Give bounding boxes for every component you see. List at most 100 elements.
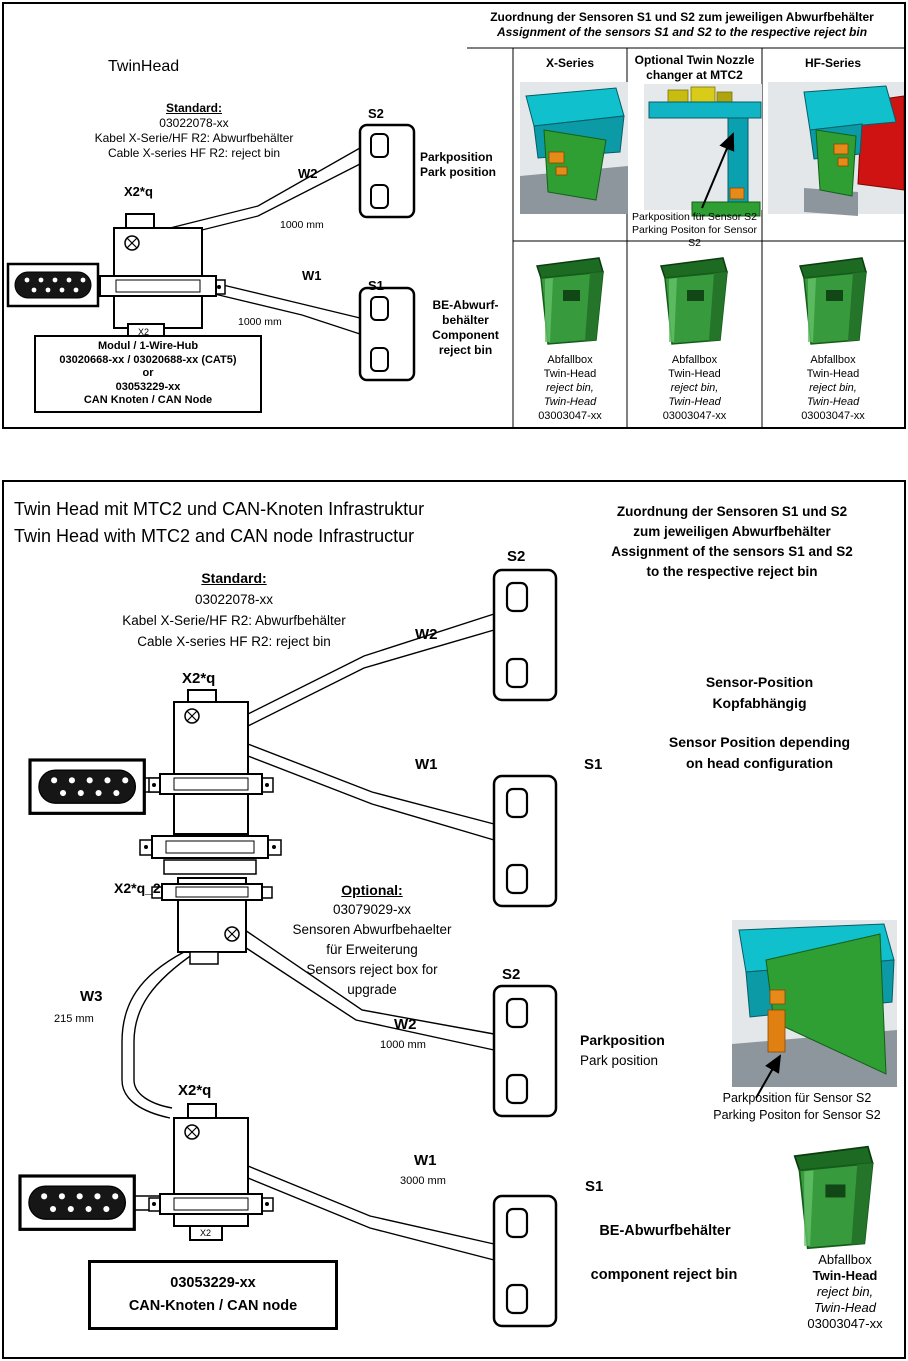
bin-caption-line: Twin-Head: [806, 396, 860, 408]
wire-w1-top: [247, 743, 495, 841]
standard-cable-en: Cable X-series HF R2: reject bin: [107, 146, 281, 160]
w1-bottom-label: W1: [414, 1152, 437, 1169]
wire-w1-bottom: [247, 1165, 495, 1261]
optional-line: für Erweiterung: [326, 942, 418, 957]
sensor-position-de-line: Sensor-Position: [705, 674, 814, 690]
w3-length: 215 mm: [54, 1013, 94, 1025]
sensor-s1-1-label: S1: [584, 756, 603, 773]
bin-caption-line: reject bin,: [670, 382, 719, 394]
standard-cable-en: Cable X-series HF R2: reject bin: [137, 634, 331, 649]
hub-module-1: [143, 689, 274, 835]
reject-bin-image-mtc2: [660, 257, 728, 345]
sensor-position-en: Sensor Position depending on head config…: [632, 732, 887, 774]
sensor-position-en-line: Sensor Position depending: [668, 734, 851, 750]
sensor-s1-2-label: S1: [585, 1178, 604, 1195]
bin-caption-line: reject bin,: [816, 1284, 874, 1299]
parkpos-s2-de: Parkposition für Sensor S2: [722, 1091, 872, 1105]
bin-caption-line: 03003047-xx: [807, 1316, 883, 1331]
x2-tab-label: X2: [138, 327, 150, 337]
parkposition-arrow: [701, 132, 735, 209]
s1-caption-line: Component: [432, 328, 499, 342]
be-abwurfbehaelter-de: BE-Abwurfbehälter: [599, 1223, 731, 1239]
can-node-part-number: 03053229-xx: [170, 1275, 256, 1291]
wire-w3: [121, 951, 197, 1119]
bin-caption-line: 03003047-xx: [662, 410, 727, 422]
standard-block: Standard: 03022078-xx Kabel X-Serie/HF R…: [96, 568, 372, 652]
hub-module: [91, 213, 226, 341]
w2-label: W2: [298, 166, 318, 181]
parkpos-s2-de: Parkposition für Sensor S2: [632, 211, 757, 223]
bin-caption-line: 03003047-xx: [538, 410, 602, 422]
bin-caption-line: Twin-Head: [814, 1300, 876, 1315]
sensor-s2-label: S2: [368, 106, 384, 121]
bin-caption: Abfallbox Twin-Head reject bin, Twin-Hea…: [780, 1252, 908, 1332]
sensor-position-de-line: Kopfabhängig: [712, 695, 807, 711]
standard-part-number: 03022078-xx: [194, 592, 274, 607]
bottom-panel: Twin Head mit MTC2 und CAN-Knoten Infras…: [2, 480, 906, 1359]
column-header-x-series: X-Series: [545, 56, 595, 70]
parkposition-caption: Parkposition Park position: [580, 1030, 710, 1071]
can-node-box: 03053229-xx CAN-Knoten / CAN node: [88, 1260, 338, 1330]
be-abwurfbehaelter-en: component reject bin: [590, 1267, 738, 1283]
assignment-header-line: Assignment of the sensors S1 and S2: [611, 544, 853, 559]
w3-label: W3: [80, 988, 103, 1005]
dsub-connector: [6, 262, 100, 308]
assignment-header-line: to the respective reject bin: [646, 564, 818, 579]
sensor-s2-body: [358, 123, 416, 219]
module-box-line: or: [142, 367, 154, 379]
wire-w1: [201, 279, 361, 335]
sensor-s1-body: [358, 286, 416, 382]
bin-caption-line: Twin-Head: [543, 396, 597, 408]
x2-tab-label: X2: [200, 1228, 212, 1238]
assignment-header: Zuordnung der Sensoren S1 und S2 zum jew…: [464, 10, 900, 40]
x2q2-label: X2*q_2: [114, 880, 161, 896]
reject-bin-image: [793, 1145, 874, 1250]
standard-label: Standard:: [201, 570, 267, 586]
sensor-s1-1-body: [492, 774, 558, 908]
w2-mid-label: W2: [394, 1016, 417, 1033]
dsub-connector-bottom: [18, 1174, 136, 1231]
coupling-x2q2: [139, 835, 282, 875]
parkposition-machine-image: [732, 920, 897, 1099]
page-title: Twin Head mit MTC2 und CAN-Knoten Infras…: [14, 496, 424, 550]
parkposition-arrow: [755, 1054, 781, 1099]
bin-caption-line: reject bin,: [546, 382, 594, 394]
parkpos-s2-en: Parking Positon for Sensor S2: [632, 224, 757, 249]
parkpos-s2-caption: Parkposition für Sensor S2 Parking Posit…: [628, 211, 761, 250]
bin-caption-line: Abfallbox: [547, 354, 593, 366]
x2q-label-top: X2*q: [182, 670, 216, 687]
wire-w2-mid: [233, 927, 495, 1051]
standard-cable-de: Kabel X-Serie/HF R2: Abwurfbehälter: [122, 613, 346, 628]
module-box-line: 03020668-xx / 03020688-xx (CAT5): [59, 353, 237, 366]
x2q-label-bottom: X2*q: [178, 1082, 212, 1099]
w2-top-label: W2: [415, 626, 438, 643]
twin-nozzle-changer-image: [644, 84, 762, 217]
parkposition-de: Parkposition: [580, 1032, 665, 1048]
optional-line: Sensors reject box for: [306, 962, 438, 977]
bottom-diagram: [18, 568, 897, 1328]
parkposition-en: Park position: [580, 1053, 659, 1068]
sensor-s2-1-body: [492, 568, 558, 702]
parkpos-s2-en: Parking Positon for Sensor S2: [713, 1108, 881, 1122]
column-header-mtc2: Optional Twin Nozzle changer at MTC2: [634, 53, 755, 82]
standard-part-number: 03022078-xx: [159, 116, 229, 130]
w1-length: 1000 mm: [238, 316, 282, 328]
bin-caption-hf: Abfallbox Twin-Head reject bin, Twin-Hea…: [763, 353, 903, 423]
wire-w2-top: [247, 613, 495, 727]
optional-label: Optional:: [341, 882, 403, 898]
parkposition-de: Parkposition: [420, 150, 493, 164]
s1-caption-line: reject bin: [438, 343, 493, 357]
parkposition-caption: Parkposition Park position: [420, 150, 515, 180]
bin-caption-line: Twin-Head: [812, 1268, 878, 1283]
top-diagram: [6, 47, 904, 427]
parkposition-en: Park position: [420, 165, 497, 179]
x-series-image: [520, 82, 628, 214]
parkpos-s2-caption: Parkposition für Sensor S2 Parking Posit…: [692, 1090, 902, 1124]
optional-line: Sensoren Abwurfbehaelter: [292, 922, 452, 937]
assignment-header-line: Zuordnung der Sensoren S1 und S2: [616, 504, 848, 519]
module-box-line: Modul / 1-Wire-Hub: [97, 340, 199, 352]
w1-top-label: W1: [415, 756, 438, 773]
hub-module-3: [133, 1103, 274, 1241]
assignment-header-de: Zuordnung der Sensoren S1 und S2 zum jew…: [490, 10, 874, 24]
